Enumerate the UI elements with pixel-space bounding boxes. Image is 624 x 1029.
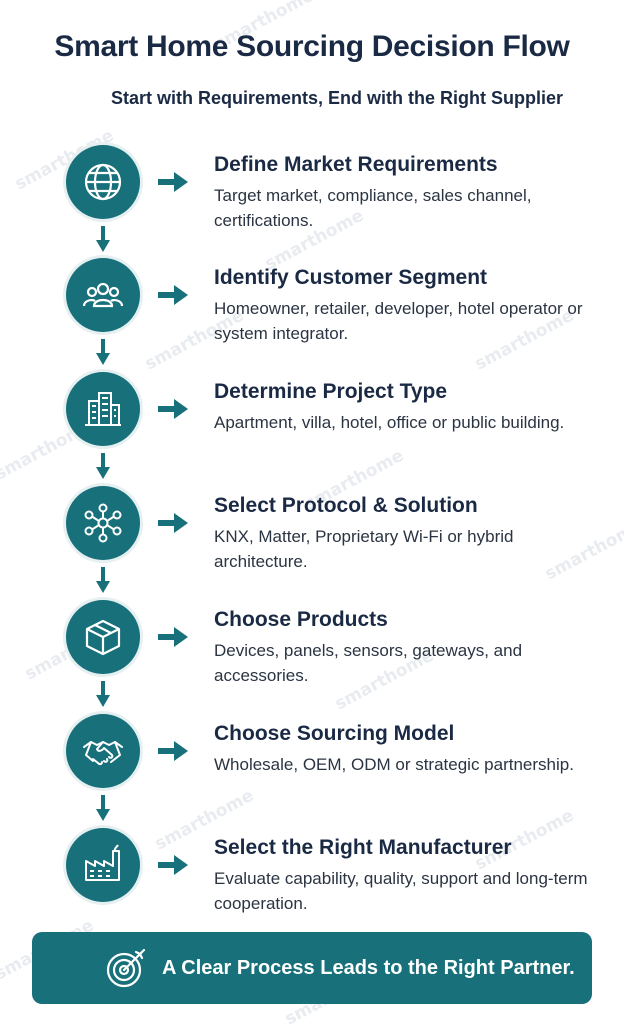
step-title: Identify Customer Segment: [214, 266, 488, 289]
globe-icon: [66, 145, 140, 219]
step-description: Apartment, villa, hotel, office or publi…: [214, 413, 565, 432]
right-arrow-icon: [158, 399, 188, 419]
flow-step-determine-project-type: Determine Project Type Apartment, villa,…: [0, 372, 624, 452]
box-icon: [66, 600, 140, 674]
right-arrow-icon: [158, 855, 188, 875]
handshake-icon: [66, 714, 140, 788]
banner-text: A Clear Process Leads to the Right Partn…: [162, 956, 575, 979]
flow-step-select-protocol-solution: Select Protocol & Solution KNX, Matter, …: [0, 486, 624, 571]
step-title: Define Market Requirements: [214, 153, 498, 176]
right-arrow-icon: [158, 741, 188, 761]
step-description: Wholesale, OEM, ODM or strategic partner…: [214, 755, 574, 774]
flow-step-select-right-manufacturer: Select the Right Manufacturer Evaluate c…: [0, 828, 624, 913]
flow-step-choose-products: Choose Products Devices, panels, sensors…: [0, 600, 624, 685]
flow-step-choose-sourcing-model: Choose Sourcing Model Wholesale, OEM, OD…: [0, 714, 624, 794]
right-arrow-icon: [158, 627, 188, 647]
step-title: Choose Products: [214, 608, 388, 631]
down-arrow-icon: [96, 681, 110, 707]
step-title: Choose Sourcing Model: [214, 722, 455, 745]
flow-step-define-market-requirements: Define Market Requirements Target market…: [0, 145, 624, 230]
down-arrow-icon: [96, 226, 110, 252]
step-description: Devices, panels, sensors, gateways, and …: [214, 641, 523, 685]
flow-step-identify-customer-segment: Identify Customer Segment Homeowner, ret…: [0, 258, 624, 343]
step-title: Select Protocol & Solution: [214, 494, 478, 517]
down-arrow-icon: [96, 795, 110, 821]
step-description: KNX, Matter, Proprietary Wi-Fi or hybrid…: [214, 527, 514, 571]
people-group-icon: [66, 258, 140, 332]
right-arrow-icon: [158, 285, 188, 305]
step-title: Select the Right Manufacturer: [214, 836, 512, 859]
down-arrow-icon: [96, 339, 110, 365]
target-icon: [106, 948, 146, 988]
step-description: Homeowner, retailer, developer, hotel op…: [214, 299, 583, 343]
right-arrow-icon: [158, 172, 188, 192]
step-description: Target market, compliance, sales channel…: [214, 186, 532, 230]
factory-icon: [66, 828, 140, 902]
conclusion-banner: A Clear Process Leads to the Right Partn…: [32, 932, 592, 1004]
down-arrow-icon: [96, 453, 110, 479]
down-arrow-icon: [96, 567, 110, 593]
right-arrow-icon: [158, 513, 188, 533]
network-nodes-icon: [66, 486, 140, 560]
step-description: Evaluate capability, quality, support an…: [214, 869, 588, 913]
page-subtitle: Start with Requirements, End with the Ri…: [110, 88, 564, 108]
step-title: Determine Project Type: [214, 380, 448, 403]
page-title: Smart Home Sourcing Decision Flow: [54, 30, 570, 63]
buildings-icon: [66, 372, 140, 446]
